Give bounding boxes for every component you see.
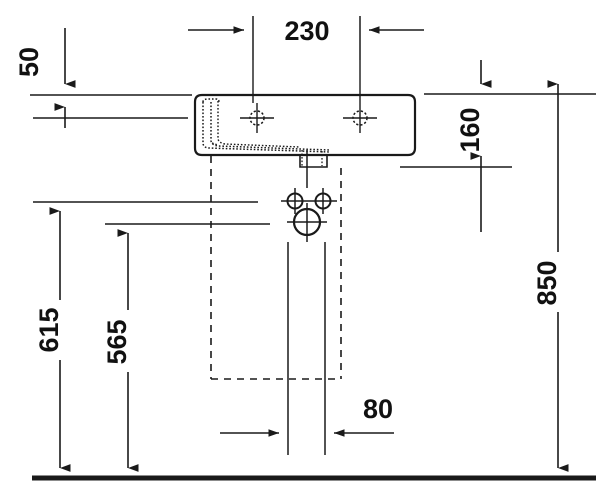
waste-outlet-circle: [287, 203, 327, 242]
bowl-profile-outer-dotted: [210, 102, 331, 151]
waste-box-dotted-sides: [301, 150, 323, 166]
dimension-565: 565: [102, 229, 139, 472]
dimension-615: 615: [34, 207, 71, 472]
water-supply-right-circle: [309, 188, 337, 214]
tap-hole-right: [343, 103, 377, 133]
dimension-230: 230: [188, 16, 424, 46]
dim-565-label: 565: [102, 319, 132, 364]
bowl-profile-inner-dotted: [202, 102, 331, 153]
dim-615-label: 615: [34, 307, 64, 352]
dim-50-label: 50: [14, 47, 44, 77]
dim-850-label: 850: [532, 260, 562, 305]
waste-connection-box: [299, 155, 328, 168]
bowl-corner-tick-dotted: [211, 142, 219, 146]
dimension-160: 160: [455, 60, 492, 232]
extension-lines-group: [30, 93, 596, 225]
water-supply-left-circle: [281, 188, 309, 214]
tap-hole-left: [240, 103, 274, 133]
basin-outline-group: [193, 93, 417, 168]
dimension-80: 80: [220, 394, 394, 437]
dimension-850: 850: [532, 80, 569, 472]
connection-symbols-group: [281, 188, 337, 242]
hidden-projection-dashed-group: [210, 156, 342, 380]
dim-80-label: 80: [363, 394, 393, 424]
dim-230-label: 230: [284, 16, 329, 46]
dim-160-label: 160: [455, 107, 485, 152]
basin-body-outline: [193, 93, 417, 157]
bowl-top-cap-dotted: [202, 98, 220, 103]
projection-lines-group: [252, 16, 361, 455]
dimension-50: 50: [14, 28, 76, 128]
bowl-profile-mid-dotted: [217, 101, 301, 148]
